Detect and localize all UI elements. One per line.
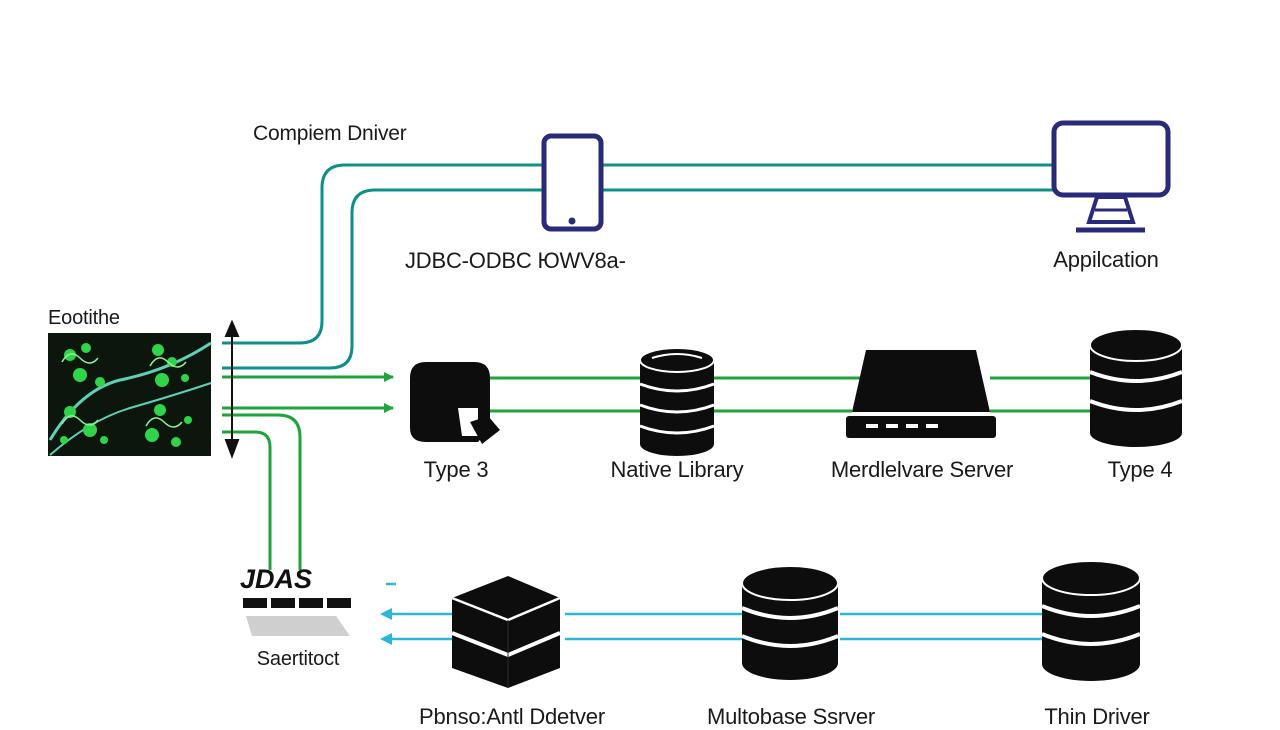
middleware-server-label: Merdlelvare Server — [830, 457, 1014, 482]
protocol-driver-label: Pbnso:Antl Ddetver — [419, 704, 605, 729]
native-library-db-icon — [639, 347, 715, 456]
cyan-arrowheads — [380, 608, 392, 645]
middleware-server-icon — [846, 350, 996, 438]
type4-db-icon — [1089, 328, 1183, 447]
jdas-logo: JDAS — [240, 564, 351, 636]
ecosystem-label: Eootithe — [48, 307, 120, 329]
native-library-label: Native Library — [610, 457, 744, 482]
multibase-server-label: Multobase Ssrver — [707, 704, 875, 729]
thin-driver-db-icon — [1041, 560, 1141, 681]
multibase-server-db-icon — [741, 565, 839, 680]
ecosystem-panel-icon — [48, 333, 212, 456]
jdas-logo-text: JDAS — [240, 564, 312, 594]
application-label: Appilcation — [1053, 247, 1159, 272]
type4-label: Type 4 — [1107, 457, 1173, 482]
double-arrow-icon — [224, 319, 240, 459]
thin-driver-label: Thin Driver — [1044, 704, 1150, 729]
cyan-connectors — [386, 582, 1042, 641]
type3-label: Type 3 — [423, 457, 489, 482]
jdbc-odbc-label: JDBC-ODBC ЮWV8a- — [405, 248, 626, 273]
serialdetect-label: Saertitoct — [256, 648, 340, 670]
teal-connectors — [222, 163, 1055, 370]
compiled-driver-label: Compiem Dniver — [253, 122, 407, 145]
phone-icon — [541, 133, 604, 232]
green-connectors — [222, 372, 1090, 570]
monitor-icon — [1051, 120, 1171, 233]
type3-connector-icon — [410, 362, 500, 444]
protocol-driver-icon — [451, 576, 561, 688]
